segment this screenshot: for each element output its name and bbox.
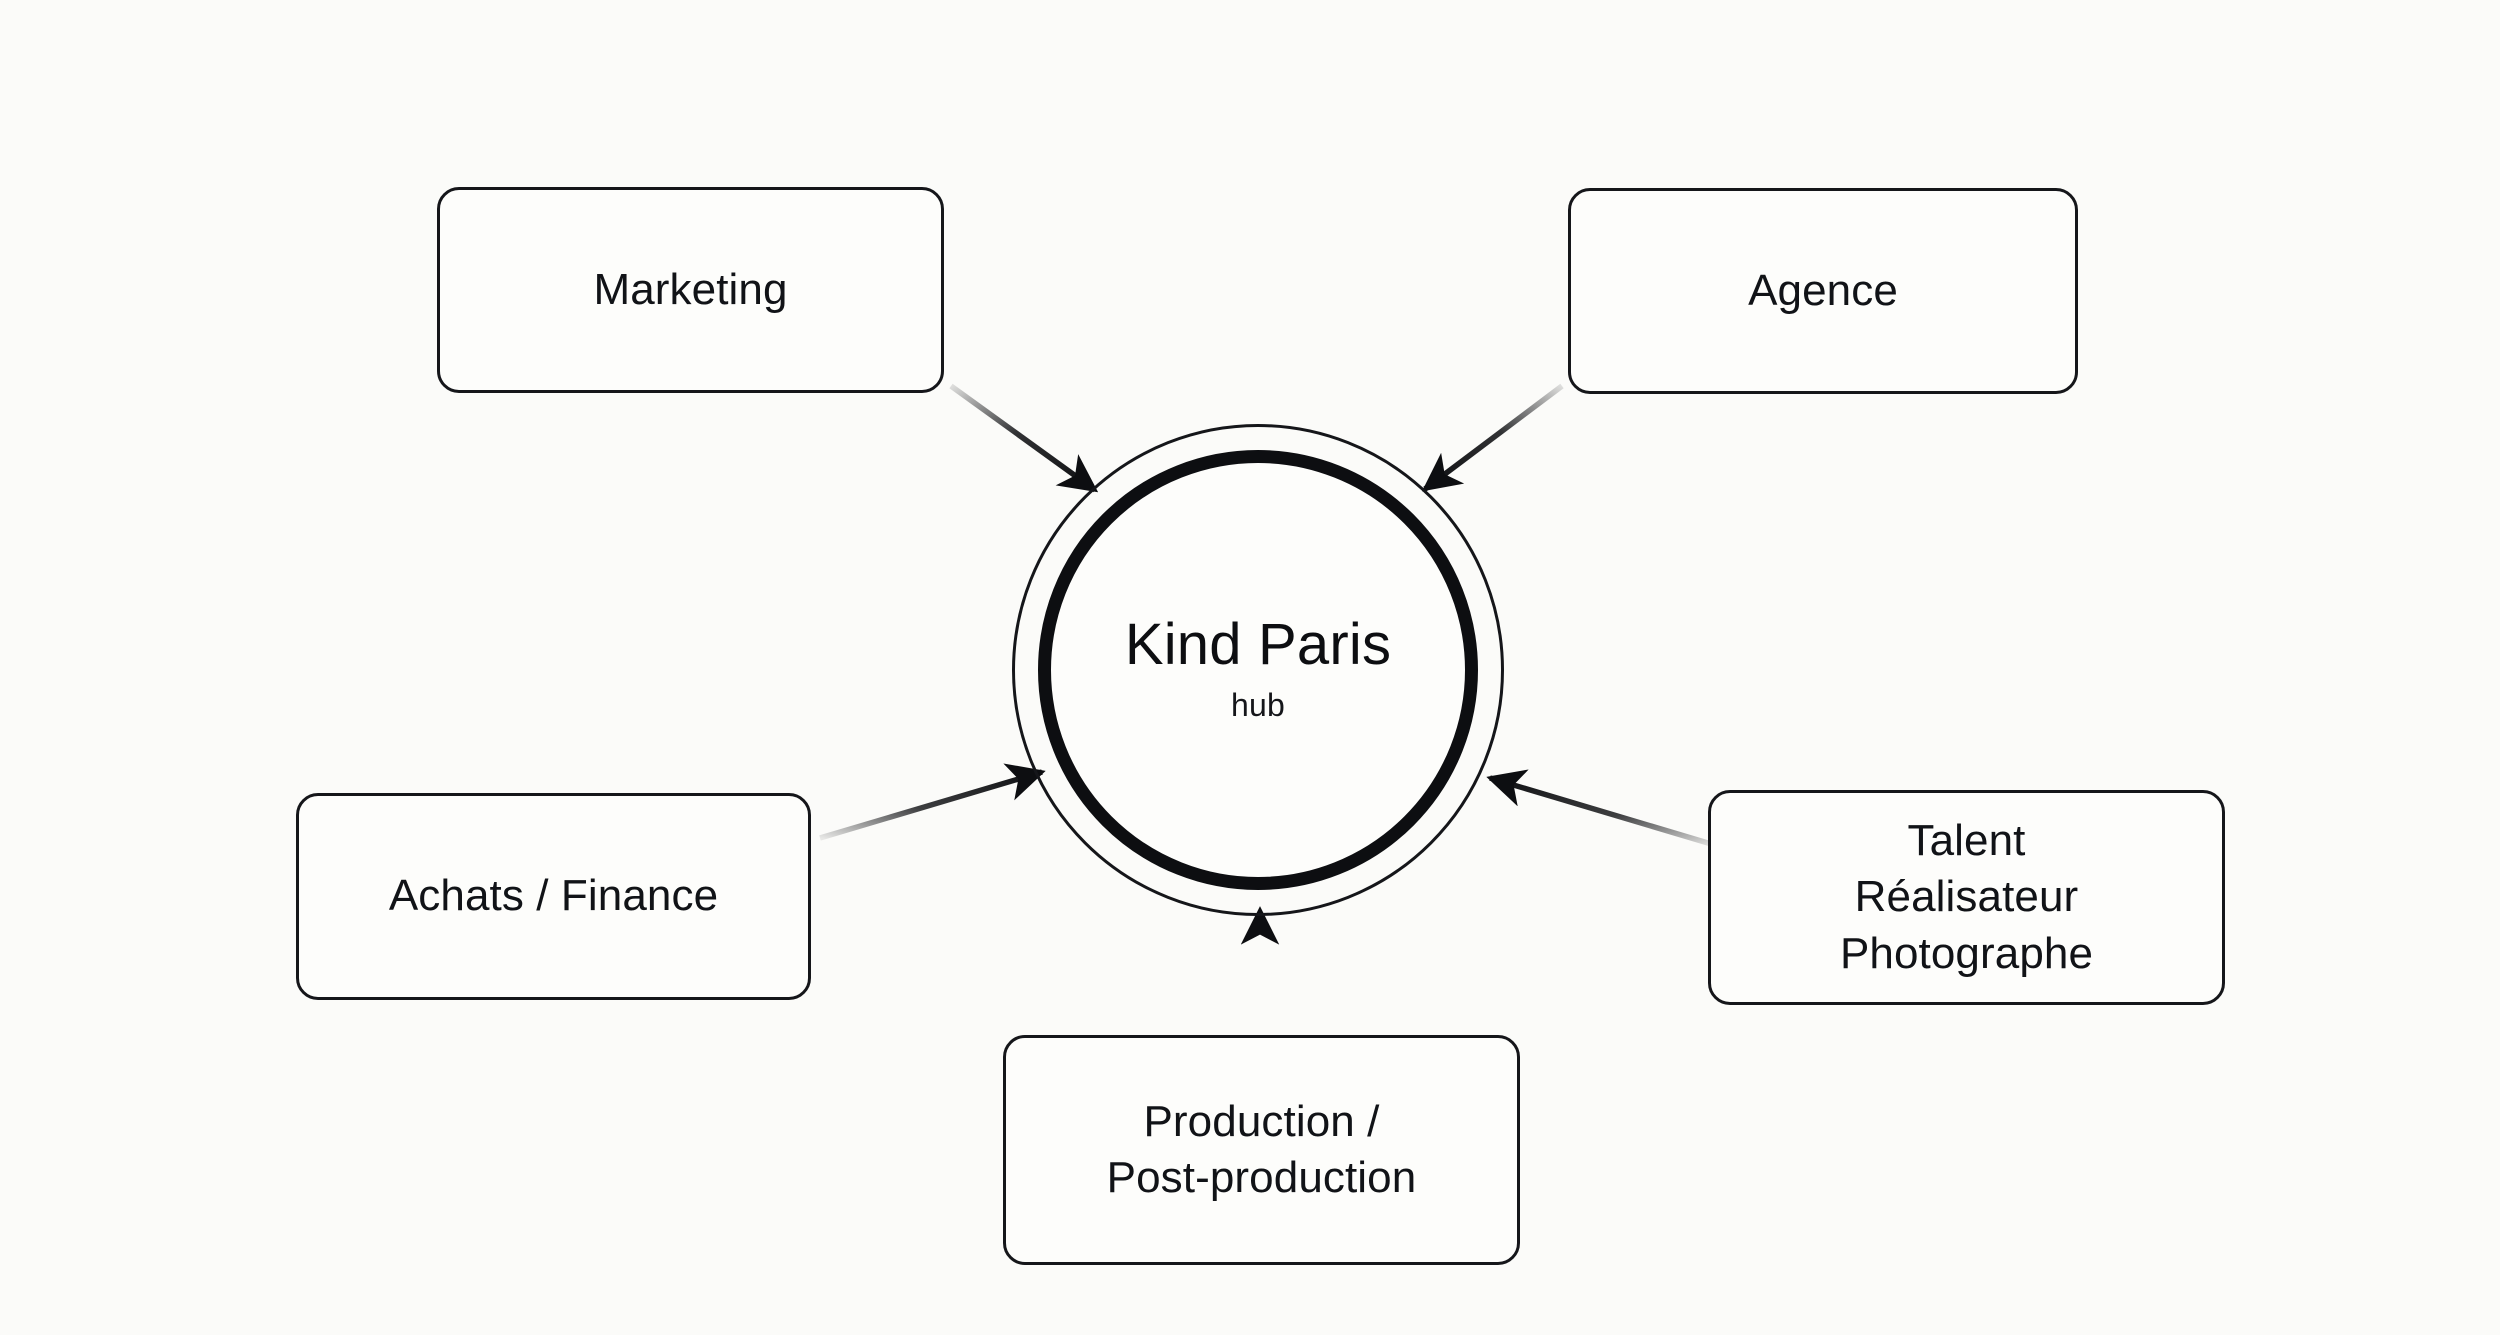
node-achats-finance-label: Achats / Finance: [388, 871, 719, 921]
hub-title: Kind Paris: [1124, 612, 1392, 678]
node-agence[interactable]: Agence: [1568, 188, 2078, 394]
node-agence-label: Agence: [1748, 265, 1898, 315]
hub-subtitle: hub: [1231, 687, 1285, 724]
node-production-label: Production / Post-production: [1106, 1096, 1417, 1202]
hub-outer-ring: [1012, 424, 1504, 916]
node-talent[interactable]: Talent Réalisateur Photographe: [1708, 790, 2225, 1005]
edge-achats-hub: [819, 763, 1046, 841]
node-achats-finance[interactable]: Achats / Finance: [296, 793, 811, 1000]
node-talent-label: Talent Réalisateur Photographe: [1839, 816, 2094, 978]
node-production[interactable]: Production / Post-production: [1003, 1035, 1520, 1265]
edge-talent-hub: [1486, 769, 1719, 849]
node-marketing[interactable]: Marketing: [437, 187, 944, 393]
hub-node[interactable]: Kind Paris hub: [1012, 424, 1504, 916]
node-marketing-label: Marketing: [593, 264, 788, 314]
hub-text-group: Kind Paris hub: [1012, 424, 1504, 916]
